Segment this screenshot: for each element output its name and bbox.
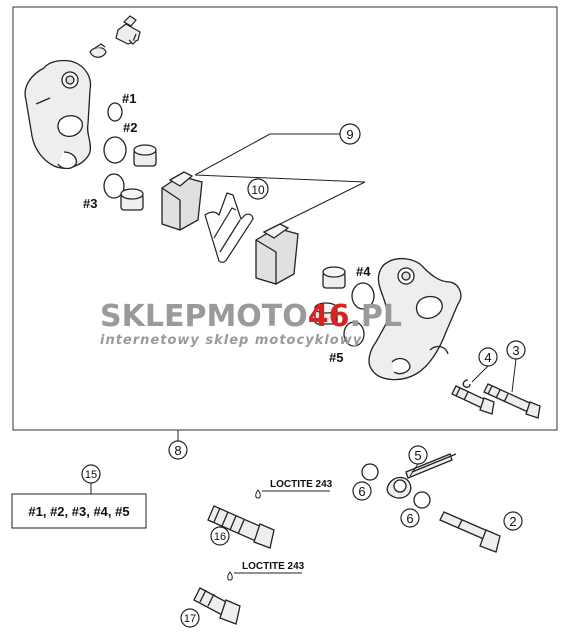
callout-6b-text: 6 [406, 511, 413, 526]
label-hash-3: #3 [83, 196, 97, 211]
piston-right-upper [322, 266, 346, 289]
seal-1-left [107, 102, 123, 122]
caliper-bolt-short [451, 385, 495, 415]
copper-washer-upper [361, 463, 379, 481]
callout-15-text: 15 [85, 469, 97, 481]
callout-17-circle [180, 608, 200, 628]
bleeder-screw [115, 15, 141, 45]
watermark-brand: SKLEPMOTO46.PL [100, 299, 402, 334]
caliper-bolt-long [483, 383, 541, 419]
caliper-half-left [24, 59, 92, 170]
bolt-16 [207, 505, 275, 549]
leader-4 [471, 365, 489, 383]
callout-6b-circle [400, 508, 420, 528]
brake-line-banjo [386, 453, 457, 499]
copper-washer-lower [413, 491, 431, 509]
callout-9-text: 9 [346, 127, 353, 142]
callout-3-text: 3 [512, 343, 519, 358]
loctite-upper-label: LOCTITE 243 [270, 479, 333, 490]
callout-8-text: 8 [174, 443, 181, 458]
leader-9-c [194, 174, 366, 183]
callout-10-text: 10 [251, 183, 265, 197]
assembly-frame [12, 6, 558, 431]
brake-pad-right [255, 223, 299, 285]
loctite-drop-lower [227, 571, 233, 581]
callout-5-text: 5 [414, 448, 421, 463]
piston-left-lower [120, 188, 144, 211]
seal-3-left [103, 173, 125, 199]
label-hash-2: #2 [123, 120, 137, 135]
label-hash-1: #1 [122, 91, 136, 106]
brake-pad-left [161, 171, 203, 231]
callout-4-text: 4 [484, 350, 491, 365]
loctite-lower-label: LOCTITE 243 [242, 561, 305, 572]
repair-kit-text: #1, #2, #3, #4, #5 [28, 504, 129, 519]
caliper-half-right [368, 257, 462, 381]
callout-2-text: 2 [509, 514, 516, 529]
callout-16-circle [210, 526, 230, 546]
watermark-tagline: internetowy sklep motocyklowy [100, 333, 362, 348]
retaining-clip [462, 379, 471, 388]
seal-2-left [103, 136, 127, 164]
pad-spring [204, 192, 254, 263]
seal-5-right [343, 321, 365, 347]
repair-kit-box [11, 493, 147, 529]
leader-5 [409, 463, 419, 477]
piston-right-lower [314, 302, 338, 325]
callout-8-circle [168, 440, 188, 460]
watermark: SKLEPMOTO46.PL internetowy sklep motocyk… [100, 299, 402, 348]
label-hash-5: #5 [329, 350, 343, 365]
callout-6a-circle [352, 481, 372, 501]
callout-2-circle [503, 511, 523, 531]
banjo-bolt [439, 511, 501, 553]
loctite-drop-upper [255, 489, 261, 499]
piston-left-upper [133, 144, 157, 167]
bolt-17 [193, 587, 241, 625]
callout-10-circle [247, 178, 269, 200]
leader-9-d [271, 181, 366, 229]
label-hash-4: #4 [356, 264, 371, 279]
seal-4-right [351, 282, 375, 310]
callout-9-circle [339, 123, 361, 145]
bleeder-cap [89, 43, 107, 58]
leader-3 [511, 358, 517, 393]
callout-17-text: 17 [184, 613, 196, 625]
leader-9-b [194, 133, 271, 176]
callout-6a-text: 6 [358, 484, 365, 499]
callout-16-text: 16 [214, 531, 226, 543]
